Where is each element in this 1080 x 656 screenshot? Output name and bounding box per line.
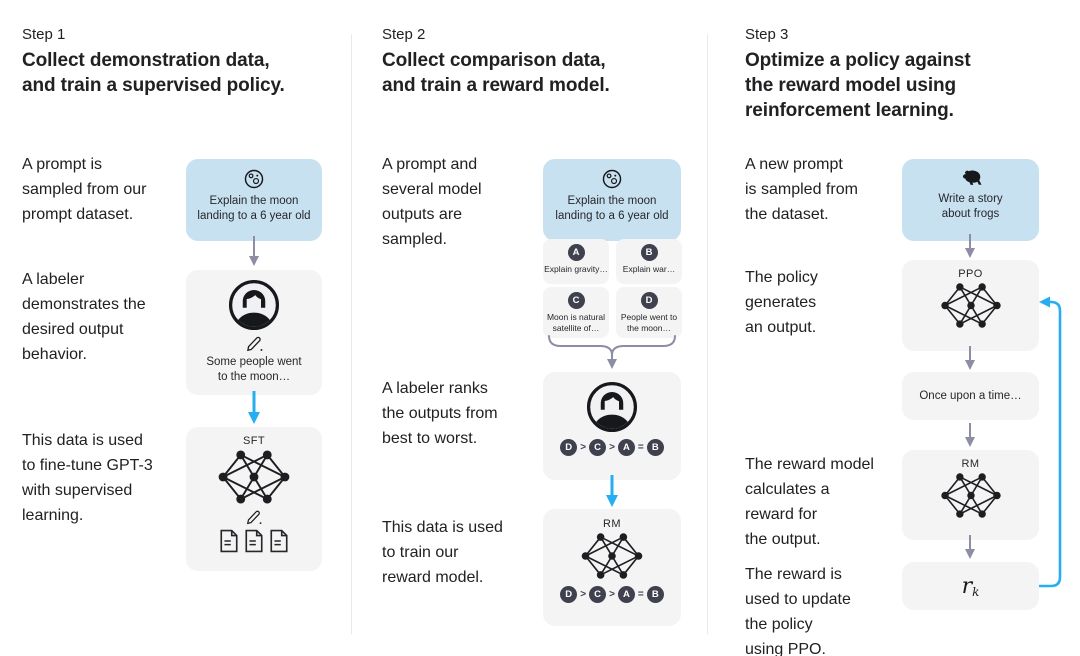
documents-icon [219, 529, 289, 553]
step3-prompt-box: Write a story about frogs [902, 159, 1039, 241]
rank-badge: A [617, 439, 635, 456]
step2-caption-train-rm: This data is used to train our reward mo… [382, 519, 503, 586]
step1-labeler-output-text: Some people went to the moon… [206, 356, 302, 383]
step3-rm-box: RM [902, 450, 1039, 540]
step3-caption-prompt: A new prompt is sampled from the dataset… [745, 156, 858, 223]
step3-label: Step 3 [745, 26, 789, 43]
step2-caption-ranks: A labeler ranks the outputs from best to… [382, 380, 498, 447]
sft-model-label: SFT [243, 435, 265, 447]
output-card-a: A Explain gravity… [543, 239, 609, 284]
step1-caption-labeler: A labeler demonstrates the desired outpu… [22, 271, 146, 363]
column-divider-2 [707, 34, 708, 634]
output-badge-c: C [567, 292, 585, 309]
step1-prompt-box: Explain the moon landing to a 6 year old [186, 159, 322, 241]
pencil-icon [246, 336, 262, 352]
output-badge-a: A [567, 244, 585, 261]
reward-subscript: k [972, 585, 980, 599]
output-badge-d: D [640, 292, 658, 309]
step1-labeler-box: Some people went to the moon… [186, 270, 322, 395]
step3-output-box: Once upon a time… [902, 372, 1039, 420]
moon-icon [602, 169, 622, 189]
output-text-b: Explain war… [622, 264, 676, 274]
neural-network-icon [581, 533, 643, 579]
labeler-avatar-icon [228, 279, 280, 331]
step1-caption-finetune: This data is used to fine-tune GPT-3 wit… [22, 432, 153, 524]
output-text-c: Moon is natural satellite of… [546, 312, 606, 333]
step3-title: Optimize a policy against the reward mod… [745, 50, 971, 121]
step3-prompt-text: Write a story about frogs [938, 193, 1003, 220]
output-card-c: C Moon is natural satellite of… [543, 287, 609, 338]
arrow-step1-labeler-to-sft [248, 391, 260, 424]
document-icon [270, 529, 288, 553]
step2-prompt-text: Explain the moon landing to a 6 year old [555, 195, 669, 222]
step3-ppo-box: PPO [902, 260, 1039, 351]
rank-badge: A [617, 586, 635, 603]
output-text-d: People went to the moon… [620, 312, 678, 333]
labeler-avatar-icon [586, 381, 638, 433]
pencil-icon [246, 510, 262, 525]
rm-model-label: RM [603, 518, 621, 530]
step2-prompt-box: Explain the moon landing to a 6 year old [543, 159, 681, 241]
output-card-b: B Explain war… [616, 239, 682, 284]
neural-network-icon [940, 473, 1001, 518]
ranking-row: D > C > A = B [560, 586, 664, 603]
document-icon [220, 529, 238, 553]
ranking-row: D > C > A = B [560, 439, 664, 456]
rank-operator: > [580, 442, 587, 453]
rank-badge: B [646, 439, 664, 456]
step2-label: Step 2 [382, 26, 426, 43]
rank-operator: = [637, 589, 644, 600]
rank-operator: > [609, 589, 615, 600]
output-card-d: D People went to the moon… [616, 287, 682, 338]
neural-network-icon [940, 283, 1001, 328]
rank-badge: B [646, 586, 664, 603]
rm-model-label: RM [961, 458, 980, 470]
step3-caption-update: The reward is used to update the policy … [745, 566, 851, 656]
output-text-a: Explain gravity… [544, 264, 608, 274]
moon-icon [244, 169, 264, 189]
rank-badge: D [560, 586, 578, 603]
step1-label: Step 1 [22, 26, 66, 43]
step1-prompt-text: Explain the moon landing to a 6 year old [197, 195, 311, 222]
brace-step2-outputs-merge [548, 335, 676, 369]
step2-rm-box: RM D > C > A = B [543, 509, 681, 626]
step3-caption-policy: The policy generates an output. [745, 269, 818, 336]
rank-badge: D [560, 439, 578, 456]
step3-output-text: Once upon a time… [919, 389, 1022, 402]
rank-operator: > [580, 589, 587, 600]
step3-caption-reward-model: The reward model calculates a reward for… [745, 456, 874, 548]
column-divider-1 [351, 34, 352, 634]
rank-operator: = [637, 442, 644, 453]
step2-caption-sampled: A prompt and several model outputs are s… [382, 156, 482, 248]
step1-title: Collect demonstration data, and train a … [22, 50, 285, 96]
ppo-model-label: PPO [958, 268, 983, 280]
rank-badge: C [589, 439, 607, 456]
frog-icon [962, 170, 981, 185]
neural-network-icon [218, 450, 290, 504]
step1-caption-prompt: A prompt is sampled from our prompt data… [22, 156, 147, 223]
rank-badge: C [589, 586, 607, 603]
output-badge-b: B [640, 244, 658, 261]
step2-title: Collect comparison data, and train a rew… [382, 50, 610, 96]
arrow-step3-output-to-rm [965, 423, 975, 447]
arrow-step3-reward-to-ppo-loop [1039, 296, 1062, 588]
step1-sft-box: SFT [186, 427, 322, 571]
step2-labeler-box: D > C > A = B [543, 372, 681, 480]
rank-operator: > [609, 442, 615, 453]
reward-symbol: r [961, 573, 973, 599]
document-icon [245, 529, 263, 553]
